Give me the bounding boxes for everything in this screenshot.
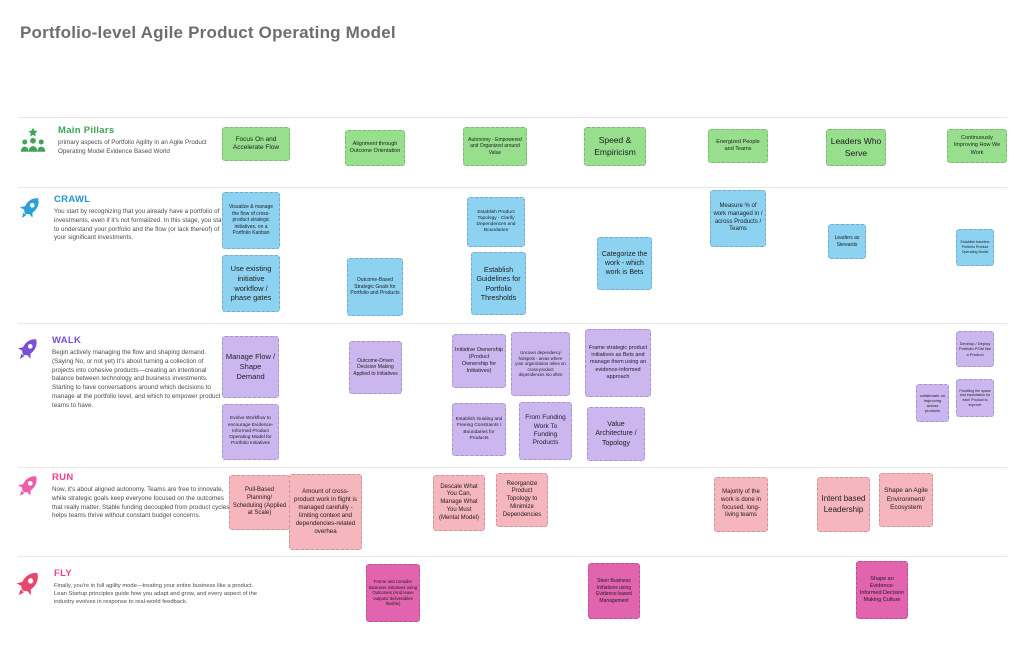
sticky-note[interactable]: Shape an Agile Environment/ Ecosystem (879, 473, 933, 527)
sticky-note[interactable]: Frame and consider Business Initiatives … (366, 564, 420, 622)
row-divider (18, 467, 1007, 468)
sticky-note[interactable]: Descale What You Can, Manage What You Mu… (433, 475, 485, 531)
sticky-note[interactable]: Establish Guiding and Freeing Constraint… (452, 403, 506, 456)
row-description: Finally, you're in full agility mode—tre… (54, 583, 258, 606)
sticky-note[interactable]: Outcome-Based Strategic Goals for Portfo… (347, 258, 403, 316)
sticky-note[interactable]: Initiative Ownership (Product Ownership … (452, 334, 506, 388)
row-description: primary aspects of Portfolio Agility in … (58, 139, 207, 155)
row-heading: CRAWL (54, 194, 91, 205)
sticky-note[interactable]: Establish Guidelines for Portfolio Thres… (471, 252, 526, 315)
rocket-icon (8, 329, 47, 368)
rocket-icon (10, 188, 49, 227)
sticky-note[interactable]: Steer Business Initiatives using Evidenc… (588, 563, 640, 619)
row-crawl: CRAWL You start by recognizing that you … (16, 194, 225, 243)
row-main-pillars: Main Pillars primary aspects of Portfoli… (18, 125, 213, 159)
row-heading: WALK (52, 335, 82, 346)
sticky-note[interactable]: Continuously Improving How We Work (947, 129, 1007, 163)
sticky-note[interactable]: Intent based Leadership (817, 477, 870, 532)
sticky-note[interactable]: Manage Flow / Shape Demand (222, 336, 279, 398)
rocket-icon (5, 561, 50, 606)
sticky-note[interactable]: Categorize the work - which work is Bets (597, 237, 652, 290)
row-divider (18, 556, 1007, 557)
row-run: RUN Now, it's about aligned autonomy. Te… (14, 472, 229, 521)
sticky-note[interactable]: Focus On and Accelerate Flow (222, 127, 290, 161)
sticky-note[interactable]: Establish baseline Portfolio Product Ope… (956, 229, 994, 266)
row-walk: WALK Begin actively managing the flow an… (14, 335, 220, 411)
row-fly: FLY Finally, you're in full agility mode… (12, 568, 257, 606)
row-heading: RUN (52, 472, 74, 483)
sticky-note[interactable]: collaborate on improving across products (916, 384, 949, 422)
sticky-note[interactable]: Use existing initiative workflow / phase… (222, 255, 280, 312)
sticky-note[interactable]: Alignment through Outcome Orientation (345, 130, 405, 166)
sticky-note[interactable]: From Funding Work To Funding Products (519, 402, 572, 460)
sticky-note[interactable]: Establish Product Topology - Clarify Dep… (467, 197, 525, 247)
rocket-icon (8, 466, 47, 505)
row-divider (18, 187, 1007, 188)
sticky-note[interactable]: Measure % of work managed in / across Pr… (710, 190, 766, 247)
row-description: Now, it's about aligned autonomy. Teams … (52, 486, 230, 520)
team-star-icon (18, 125, 48, 159)
sticky-note[interactable]: Value Architecture / Topology (587, 407, 645, 461)
sticky-note[interactable]: Energized People and Teams (708, 129, 768, 163)
row-description: You start by recognizing that you alread… (54, 208, 226, 242)
sticky-note[interactable]: Visualize & manage the flow of cross-pro… (222, 192, 280, 249)
row-divider (18, 117, 1007, 118)
sticky-note[interactable]: Reorganize Product Topology to Minimize … (496, 473, 548, 527)
row-heading: Main Pillars (58, 125, 115, 136)
row-divider (18, 323, 1007, 324)
page-title: Portfolio-level Agile Product Operating … (20, 23, 396, 43)
sticky-note[interactable]: Amount of cross-product work in flight i… (289, 474, 362, 550)
sticky-note[interactable]: Leaders Who Serve (826, 129, 886, 166)
sticky-note[interactable]: Autonomy - Empowered and Organized aroun… (463, 127, 527, 166)
sticky-note[interactable]: Frame strategic product initiatives as B… (585, 329, 651, 397)
sticky-note[interactable]: Speed & Empiricism (584, 127, 646, 166)
sticky-note[interactable]: Majority of the work is done in focused,… (714, 477, 768, 532)
sticky-note[interactable]: Providing the space and expectation for … (956, 379, 994, 417)
row-description: Begin actively managing the flow and sha… (52, 349, 221, 409)
sticky-note[interactable]: Outcome-Driven Decision Making Applied t… (349, 341, 402, 394)
sticky-note[interactable]: Develop / Deploy Portfolio POM like a Pr… (956, 331, 994, 367)
sticky-note[interactable]: Leaders as Stewards (828, 224, 866, 259)
row-heading: FLY (54, 568, 72, 579)
sticky-note[interactable]: Uncover dependency hotspots - areas wher… (511, 332, 570, 396)
sticky-note[interactable]: Shape an Evidence-Informed Decision Maki… (856, 561, 908, 619)
sticky-note[interactable]: Evolve Workflow to encourage Evidence-In… (222, 404, 279, 460)
sticky-note[interactable]: Pull-Based Planning/ Scheduling (Applied… (229, 475, 290, 530)
